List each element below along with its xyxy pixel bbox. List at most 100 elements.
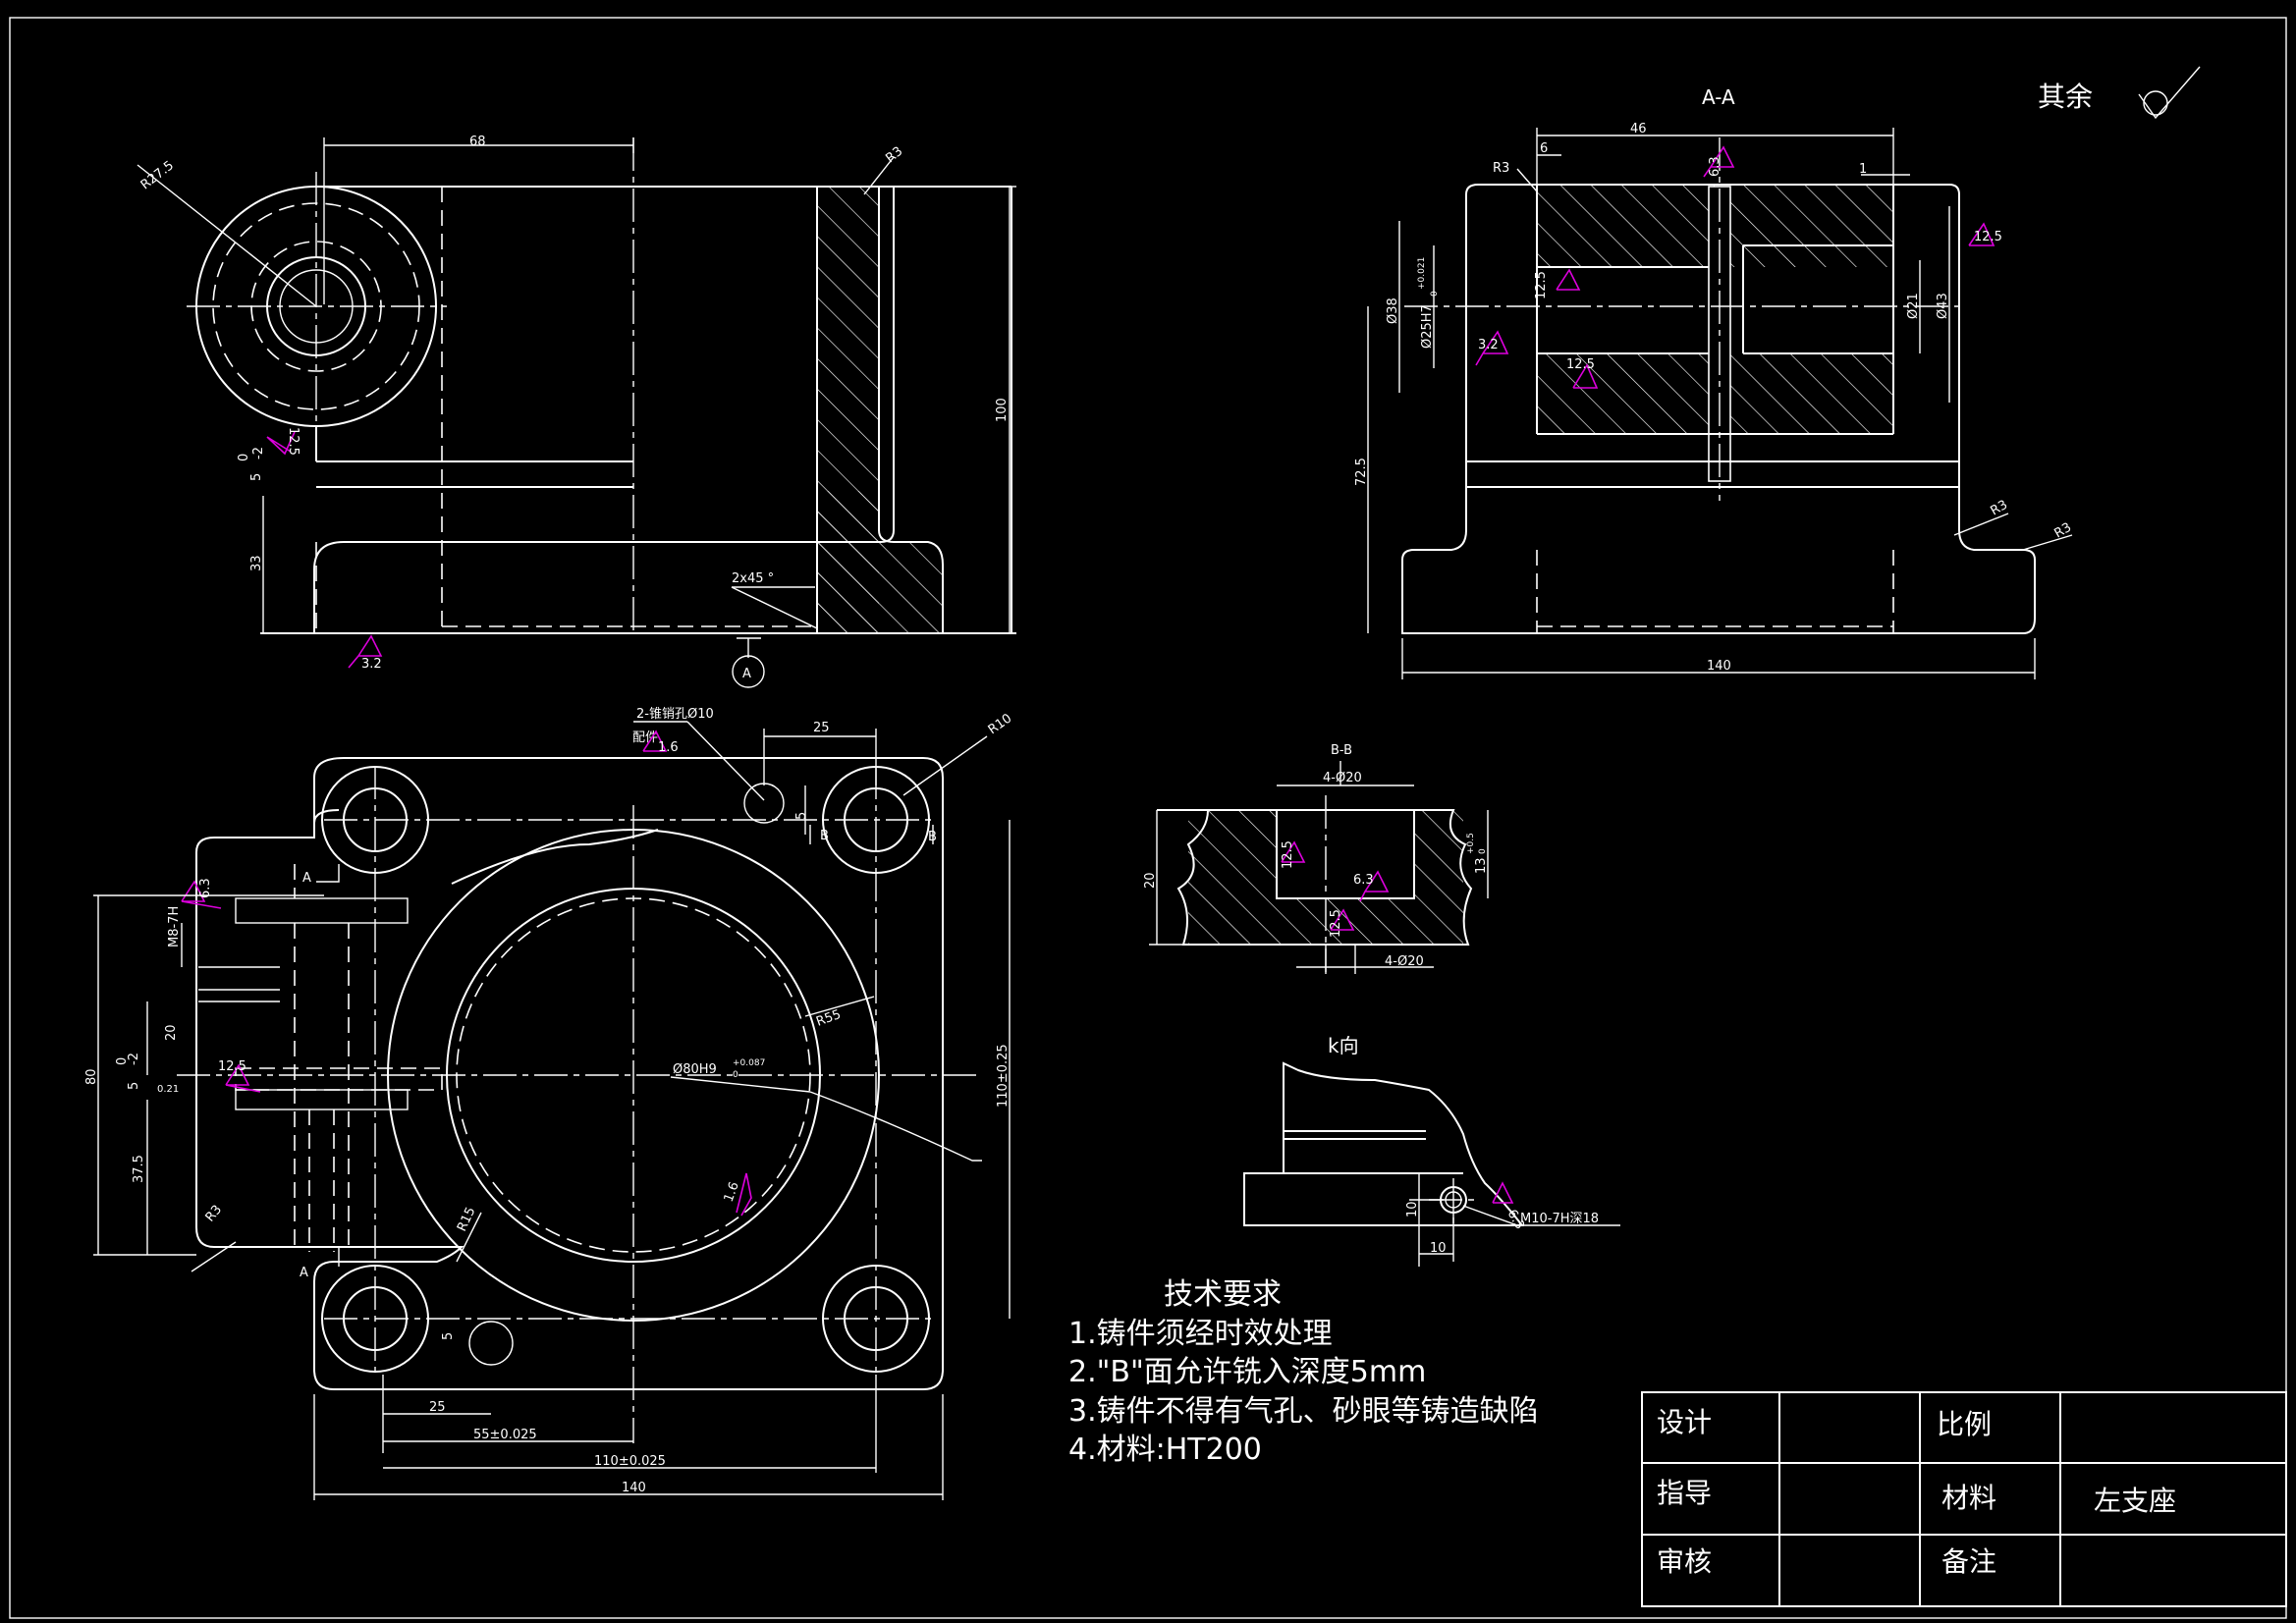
- dim-5-top: 5: [794, 812, 809, 820]
- dim-12-5-bb-b: 12.5: [1329, 909, 1343, 938]
- dim-140-aa: 140: [1707, 659, 1731, 674]
- dim-neg2: -2: [251, 447, 266, 460]
- title-block: 设计 指导 审核 比例 材料 备注 左支座: [1641, 1391, 2287, 1607]
- dim-r3-aa: R3: [1493, 161, 1509, 176]
- dim-dia25h7-lower: 0: [1430, 291, 1440, 297]
- dim-6-3-aa: 6.3: [1708, 156, 1722, 177]
- dim-13: 13: [1474, 857, 1489, 874]
- dim-dia80h9-lower: 0: [733, 1070, 738, 1080]
- dim-r27-5: R27.5: [138, 158, 177, 192]
- dim-chamfer: 2x45 °: [732, 571, 774, 586]
- view-k-title: k向: [1328, 1034, 1359, 1057]
- dim-r55: R55: [814, 1007, 843, 1030]
- dim-1-6-bore: 1.6: [722, 1180, 742, 1205]
- requirement-4: 4.材料:HT200: [1068, 1433, 1262, 1467]
- dim-12-5-aa-a: 12.5: [1534, 271, 1549, 299]
- section-marker-a: A: [742, 667, 751, 681]
- title-block-remark: 备注: [1941, 1545, 1996, 1578]
- dim-m8: M8-7H: [167, 906, 182, 947]
- dim-10-vertical: 10: [1405, 1201, 1420, 1217]
- dim-20: 20: [164, 1024, 179, 1041]
- section-arrow-a-bottom: A: [300, 1266, 308, 1280]
- top-view: A A B B 2-锥销孔Ø10 配件 1.6 25 R10 5 6.3 M8-…: [84, 707, 1014, 1500]
- front-view: 68 R27.5 R3 100 33 5 0 -2 12.5 2x45 ° 3.…: [137, 135, 1016, 688]
- section-bb-view: B-B 4-Ø20 20 12.5 6.3 12.5 13 +0.5 0 4-Ø…: [1143, 743, 1489, 974]
- dim-1: 1: [1859, 162, 1867, 177]
- title-block-design: 设计: [1657, 1406, 1712, 1438]
- dim-6: 6: [1540, 141, 1548, 156]
- requirement-1: 1.铸件须经时效处理: [1068, 1317, 1333, 1351]
- dim-55: 55±0.025: [473, 1428, 537, 1442]
- dim-12-5-aa-b: 12.5: [1566, 357, 1595, 372]
- dim-72-5: 72.5: [1354, 458, 1369, 486]
- drawing-frame: [9, 17, 2287, 1619]
- dim-r3: R3: [883, 144, 905, 166]
- dim-4-dia20-bottom: 4-Ø20: [1385, 954, 1424, 969]
- dim-dia21: Ø21: [1906, 293, 1921, 319]
- section-arrow-a-top: A: [302, 871, 311, 886]
- dim-dia80h9-upper: +0.087: [733, 1058, 765, 1068]
- mating-part-note: 配件: [632, 730, 658, 745]
- roughness-symbol-icon: [2143, 90, 2168, 116]
- title-block-scale: 比例: [1937, 1408, 1992, 1440]
- section-arrow-b-left: B: [820, 829, 829, 843]
- surface-note-label: 其余: [2038, 81, 2093, 113]
- requirement-2: 2."B"面允许铣入深度5mm: [1068, 1355, 1426, 1389]
- title-block-review: 审核: [1657, 1545, 1712, 1578]
- dim-12-5-bb-a: 12.5: [1281, 840, 1295, 869]
- dim-25-top: 25: [813, 721, 830, 735]
- dim-13-upper: +0.5: [1466, 833, 1476, 854]
- dim-0: 0: [237, 454, 251, 461]
- dim-12-5-top: 12.5: [218, 1059, 246, 1074]
- taper-pin-note: 2-锥销孔Ø10: [636, 707, 714, 722]
- dim-r3-aa-c: R3: [2052, 520, 2074, 542]
- section-aa-view: A-A 其余 46 6 R3 6.3 1 12.5: [1354, 66, 2201, 679]
- dim-0-21: 0.21: [157, 1084, 179, 1095]
- dim-33: 33: [249, 555, 264, 571]
- technical-requirements: 技术要求 1.铸件须经时效处理 2."B"面允许铣入深度5mm 3.铸件不得有气…: [1068, 1277, 1539, 1467]
- dim-5-bottom: 5: [441, 1332, 456, 1340]
- dim-46: 46: [1630, 122, 1647, 136]
- dim-6-3-top: 6.3: [198, 878, 213, 898]
- dim-5-left: 5: [127, 1082, 141, 1090]
- dim-r3-aa-b: R3: [1989, 498, 2010, 519]
- dim-140-top: 140: [622, 1481, 646, 1495]
- section-arrow-b-right: B: [928, 830, 937, 844]
- title-block-guide: 指导: [1657, 1477, 1712, 1509]
- dim-6-3-bb: 6.3: [1353, 873, 1374, 888]
- dim-12-5: 12.5: [286, 427, 301, 456]
- requirement-3: 3.铸件不得有气孔、砂眼等铸造缺陷: [1068, 1394, 1539, 1429]
- section-marker-a-circle: [732, 655, 765, 688]
- title-block-material: 材料: [1941, 1482, 1996, 1514]
- dim-100: 100: [995, 398, 1010, 422]
- dim-r10: R10: [986, 711, 1015, 737]
- section-aa-title: A-A: [1702, 85, 1735, 109]
- requirements-title: 技术要求: [1164, 1277, 1282, 1312]
- thread-note: M10-7H深18: [1520, 1212, 1599, 1226]
- dim-dia38: Ø38: [1386, 298, 1400, 324]
- view-k: k向 10 10 6.3 M10-7H深18: [1243, 1034, 1620, 1267]
- dim-r15: R15: [455, 1205, 478, 1234]
- dim-3-2: 3.2: [361, 657, 382, 672]
- dim-dia25h7-upper: +0.021: [1417, 257, 1427, 290]
- dim-110-0-025: 110±0.025: [594, 1454, 666, 1469]
- dim-20-bb: 20: [1143, 872, 1158, 889]
- dim-dia80h9: Ø80H9: [673, 1062, 717, 1077]
- dim-0-left: 0: [115, 1057, 130, 1065]
- dim-neg2-left: -2: [127, 1053, 141, 1065]
- dim-dia25h7: Ø25H7: [1420, 304, 1435, 349]
- title-block-part-name: 左支座: [2094, 1485, 2176, 1517]
- dim-3-2-aa: 3.2: [1478, 338, 1499, 352]
- dim-80: 80: [84, 1068, 99, 1085]
- dim-25-bottom: 25: [429, 1400, 446, 1415]
- dim-5: 5: [249, 473, 264, 481]
- dim-110-0-25: 110±0.25: [996, 1044, 1011, 1108]
- dim-r3-top: R3: [203, 1203, 226, 1225]
- dim-1-6-top: 1.6: [658, 740, 679, 755]
- section-bb-title: B-B: [1331, 743, 1352, 758]
- dim-dia43: Ø43: [1936, 293, 1950, 319]
- dim-10-horizontal: 10: [1430, 1241, 1447, 1256]
- dim-12-5-aa-right: 12.5: [1974, 230, 2002, 244]
- dim-13-lower: 0: [1478, 848, 1488, 854]
